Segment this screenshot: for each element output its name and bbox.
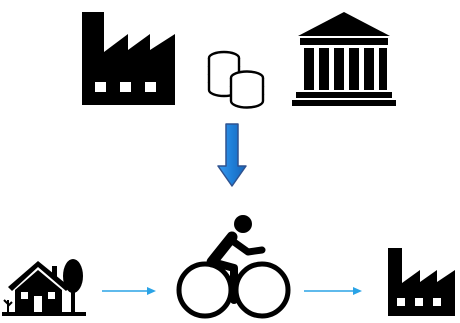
- factory-icon: [388, 248, 455, 316]
- bank-icon: [292, 12, 396, 106]
- cyclist-icon: [176, 215, 291, 319]
- down-arrow-icon: [217, 123, 247, 187]
- connector-arrow: [102, 287, 156, 295]
- house-with-tree-icon: [2, 259, 86, 316]
- connector-arrow: [304, 287, 362, 295]
- coins-icon: [207, 50, 265, 109]
- factory-icon: [82, 12, 175, 105]
